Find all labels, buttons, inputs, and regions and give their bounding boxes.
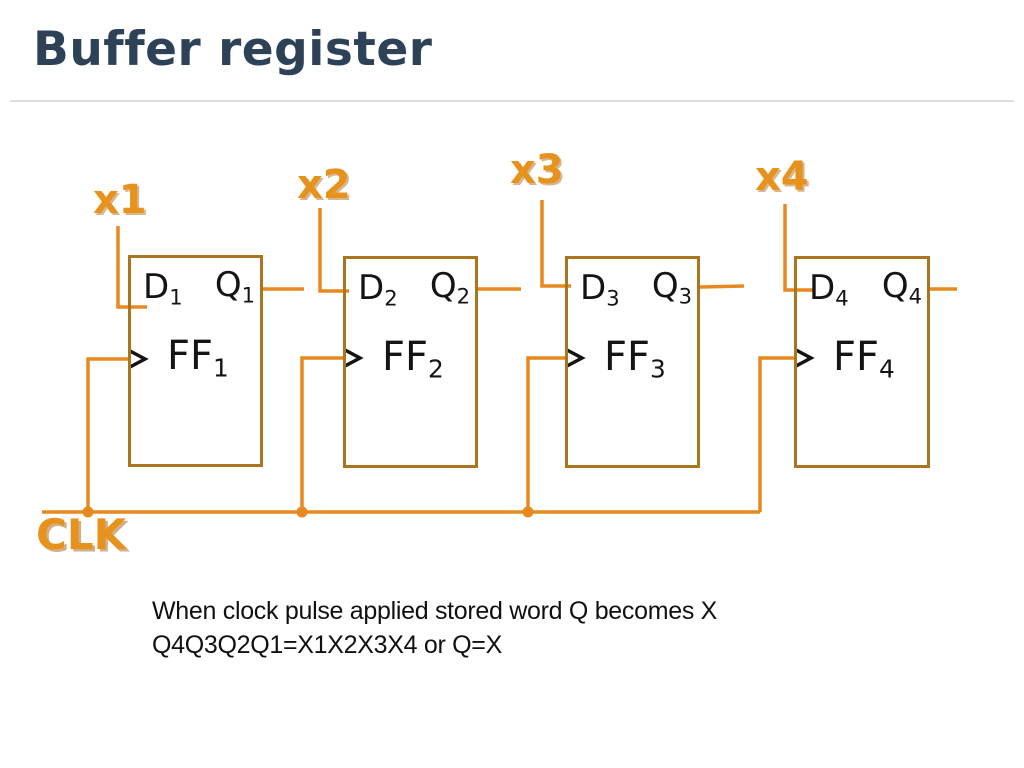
flipflop-box-2: D2 Q2 FF2 <box>343 256 478 468</box>
q-pin-label: Q2 <box>429 266 470 309</box>
wire-x1-to-d1 <box>116 226 147 309</box>
clk-label: CLK <box>36 510 127 559</box>
input-label-x1: x1 <box>93 177 147 223</box>
wire-x2-to-d2 <box>318 208 349 293</box>
clock-edge-icon <box>129 349 149 369</box>
wire-clk-ff1 <box>86 357 128 512</box>
q-pin-label: Q4 <box>881 266 922 309</box>
clock-edge-icon <box>344 348 364 368</box>
clock-edge-icon <box>566 348 586 368</box>
clk-junction-dot <box>522 506 534 518</box>
flipflop-box-3: D3 Q3 FF3 <box>565 256 700 468</box>
d-pin-label: D4 <box>809 268 849 311</box>
flipflop-name: FF4 <box>833 334 895 384</box>
title-divider <box>10 100 1014 102</box>
flipflop-box-1: D1 Q1 FF1 <box>128 255 263 467</box>
q-pin-label: Q1 <box>214 265 255 308</box>
flipflop-name: FF3 <box>604 334 666 384</box>
input-label-x3: x3 <box>510 147 564 193</box>
d-pin-label: D3 <box>580 268 620 311</box>
flipflop-name: FF2 <box>382 334 444 384</box>
note-text: When clock pulse applied stored word Q b… <box>152 594 852 662</box>
d-pin-label: D2 <box>358 268 398 311</box>
wire-clk-ff2 <box>300 356 343 512</box>
clk-junction-dot <box>82 506 94 518</box>
wire-clk-ff4 <box>758 356 794 512</box>
d-pin-label: D1 <box>143 267 183 310</box>
q-pin-label: Q3 <box>651 266 692 309</box>
wire-clk-ff3 <box>526 356 565 512</box>
wire-q3-out <box>699 284 745 289</box>
note-line-2: Q4Q3Q2Q1=X1X2X3X4 or Q=X <box>152 631 502 659</box>
wire-x3-to-d3 <box>540 200 571 288</box>
input-label-x4: x4 <box>755 154 809 200</box>
clk-junction-dot <box>296 506 308 518</box>
clock-edge-icon <box>795 348 815 368</box>
wire-x4-to-d4 <box>783 204 814 292</box>
flipflop-box-4: D4 Q4 FF4 <box>794 256 930 468</box>
flipflop-name: FF1 <box>167 333 229 383</box>
input-label-x2: x2 <box>297 162 351 208</box>
page-title: Buffer register <box>33 22 433 77</box>
note-line-1: When clock pulse applied stored word Q b… <box>152 597 718 625</box>
